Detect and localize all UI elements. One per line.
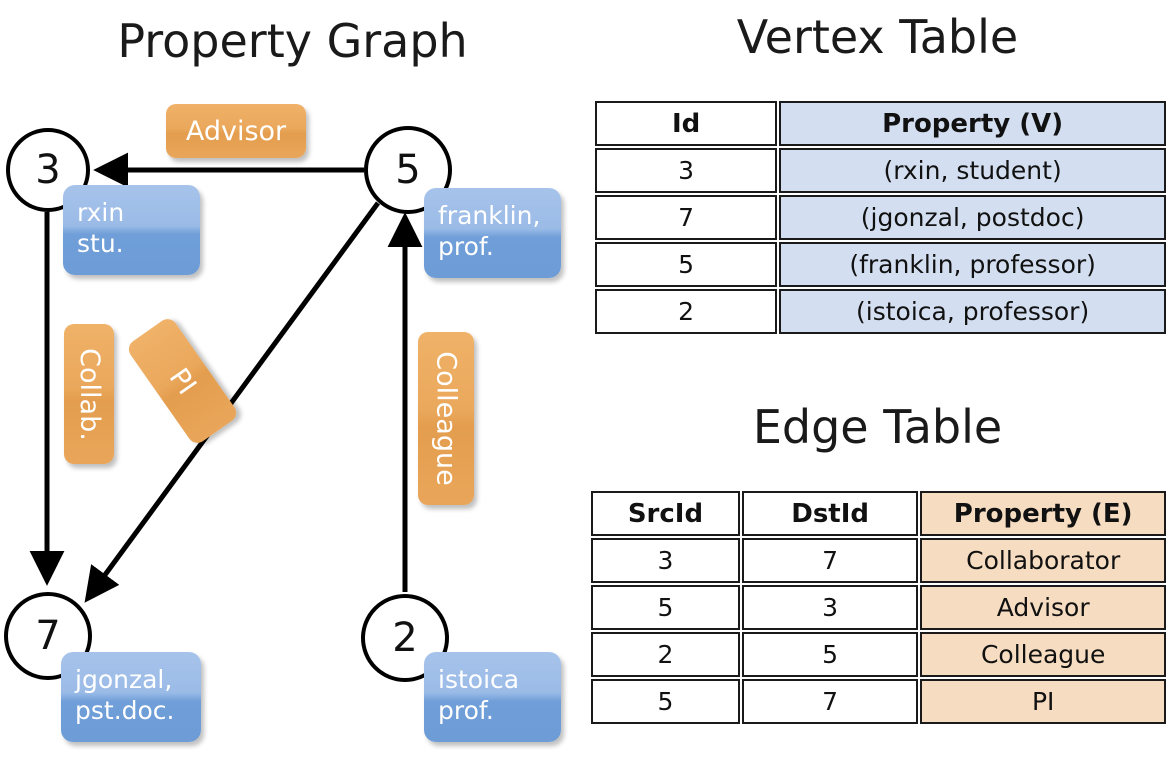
graph-node-5[interactable]: 5 (364, 126, 452, 214)
edge-label-advisor: Advisor (166, 104, 306, 158)
page-title-edge-table: Edge Table (752, 400, 1003, 454)
graph-node-7-label: 7 (35, 613, 61, 659)
edge-cell-srcid: 2 (591, 632, 740, 677)
node-property-box-3: rxin stu. (63, 185, 200, 275)
edge-header-srcid: SrcId (591, 491, 740, 536)
vertex-cell-property: (istoica, professor) (779, 289, 1166, 334)
graph-node-2-label: 2 (392, 615, 418, 661)
node-property-line: prof. (438, 232, 494, 262)
graph-node-3-label: 3 (35, 147, 61, 193)
edge-cell-property: PI (920, 679, 1166, 724)
vertex-cell-id: 3 (595, 148, 778, 193)
node-property-box-7: jgonzal, pst.doc. (61, 652, 201, 742)
edge-label-text: PI (162, 362, 203, 400)
page-title-property-graph: Property Graph (117, 14, 468, 68)
node-property-line: stu. (77, 229, 124, 259)
node-property-line: jgonzal, (75, 665, 173, 694)
node-property-line: prof. (438, 696, 494, 726)
table-row[interactable]: 2 5 Colleague (591, 632, 1166, 677)
vertex-cell-id: 2 (595, 289, 778, 334)
vertex-table: Id Property (V) 3 (rxin, student) 7 (jgo… (593, 99, 1168, 336)
edge-label-collab: Collab. (64, 324, 114, 464)
node-property-box-2: istoica prof. (424, 652, 561, 742)
edge-cell-dstid: 7 (741, 538, 919, 583)
table-row[interactable]: 7 (jgonzal, postdoc) (595, 195, 1166, 240)
table-header-row: Id Property (V) (595, 101, 1166, 146)
edge-cell-dstid: 5 (741, 632, 919, 677)
table-header-row: SrcId DstId Property (E) (591, 491, 1166, 536)
vertex-header-id: Id (595, 101, 778, 146)
edge-cell-srcid: 5 (591, 585, 740, 630)
edge-cell-property: Colleague (920, 632, 1166, 677)
node-property-line: istoica (438, 665, 520, 694)
table-row[interactable]: 5 (franklin, professor) (595, 242, 1166, 287)
table-row[interactable]: 3 7 Collaborator (591, 538, 1166, 583)
edge-header-property: Property (E) (920, 491, 1166, 536)
vertex-cell-id: 5 (595, 242, 778, 287)
graph-node-5-label: 5 (395, 147, 421, 193)
edge-table: SrcId DstId Property (E) 3 7 Collaborato… (589, 489, 1168, 726)
edge-cell-dstid: 7 (741, 679, 919, 724)
node-property-line: rxin (77, 198, 125, 227)
graph-node-2[interactable]: 2 (361, 594, 449, 682)
vertex-header-property: Property (V) (779, 101, 1166, 146)
edge-line-5-to-7 (84, 201, 381, 603)
node-property-box-5: franklin, prof. (424, 188, 561, 278)
graph-edges-svg (29, 152, 423, 603)
edge-cell-dstid: 3 (741, 585, 919, 630)
table-row[interactable]: 3 (rxin, student) (595, 148, 1166, 193)
vertex-cell-id: 7 (595, 195, 778, 240)
table-row[interactable]: 5 7 PI (591, 679, 1166, 724)
edge-cell-property: Collaborator (920, 538, 1166, 583)
node-property-line: franklin, (438, 201, 541, 230)
edge-cell-srcid: 5 (591, 679, 740, 724)
page-title-vertex-table: Vertex Table (736, 10, 1019, 64)
node-property-line: pst.doc. (75, 696, 175, 726)
edge-header-dstid: DstId (741, 491, 919, 536)
table-row[interactable]: 5 3 Advisor (591, 585, 1166, 630)
edge-label-colleague: Colleague (418, 332, 474, 505)
edge-label-text: Advisor (185, 115, 287, 147)
vertex-cell-property: (jgonzal, postdoc) (779, 195, 1166, 240)
property-graph-diagram: 3 5 7 2 rxin stu. franklin, prof. jgonza… (4, 104, 561, 742)
edge-label-text: Collab. (73, 347, 105, 441)
vertex-cell-property: (rxin, student) (779, 148, 1166, 193)
edge-cell-property: Advisor (920, 585, 1166, 630)
edge-label-text: Colleague (430, 351, 462, 486)
edge-cell-srcid: 3 (591, 538, 740, 583)
vertex-cell-property: (franklin, professor) (779, 242, 1166, 287)
table-row[interactable]: 2 (istoica, professor) (595, 289, 1166, 334)
